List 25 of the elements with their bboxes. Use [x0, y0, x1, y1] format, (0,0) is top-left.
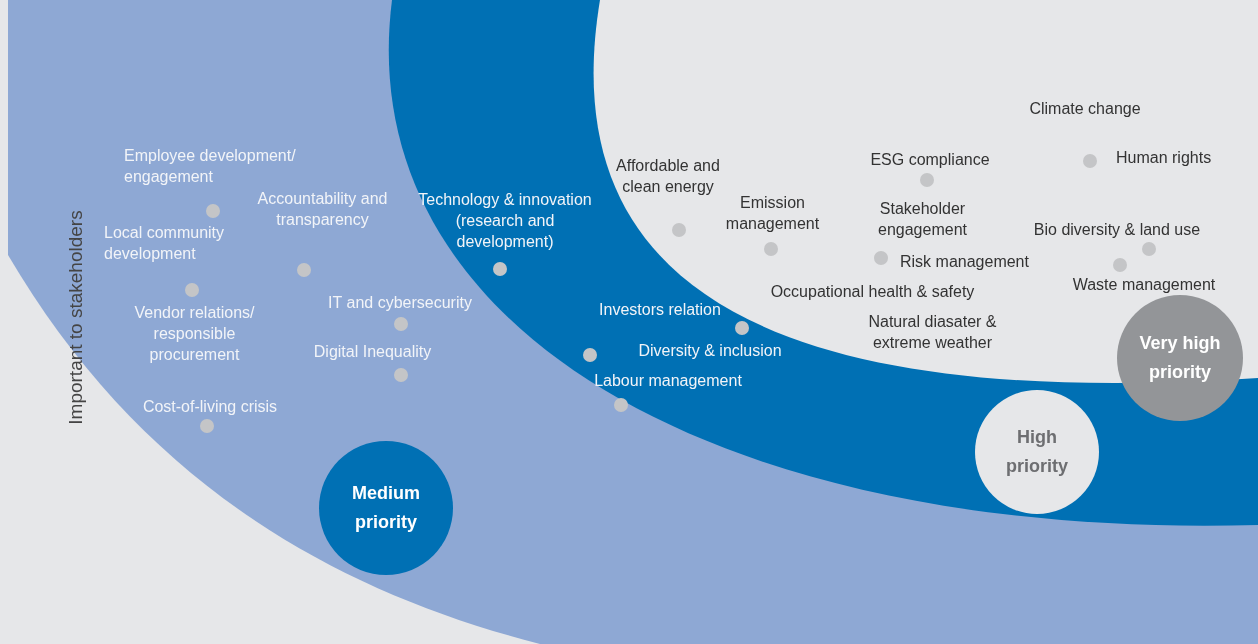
topic-label: Emission management: [724, 193, 821, 234]
topic-label: IT and cybersecurity: [327, 293, 473, 313]
topic-label: Occupational health & safety: [769, 282, 976, 302]
topic-label: Labour management: [593, 371, 743, 391]
topic-label: Affordable and clean energy: [615, 156, 721, 197]
topic-label: Climate change: [1028, 99, 1142, 119]
priority-label: Very high priority: [1138, 332, 1222, 384]
topic-label: Risk management: [900, 252, 1030, 272]
priority-label: Medium priority: [351, 482, 421, 534]
topic-label: Stakeholder engagement: [877, 199, 968, 240]
topic-label: Digital Inequality: [312, 342, 433, 362]
priority-label: High priority: [1005, 426, 1069, 478]
topic-label: Employee development/ engagement: [124, 146, 297, 187]
topic-label: Diversity & inclusion: [637, 341, 783, 361]
topic-label: Vendor relations/ responsible procurement: [133, 303, 256, 365]
topic-label: Natural diasater & extreme weather: [867, 312, 998, 353]
topic-label: ESG compliance: [869, 150, 991, 170]
topic-label: Waste management: [1071, 275, 1217, 295]
topic-label: Investors relation: [598, 300, 722, 320]
topic-label: Local community development: [104, 223, 226, 264]
topic-label: Accountability and transparency: [256, 189, 389, 230]
topic-label: Cost-of-living crisis: [141, 397, 279, 417]
topic-label: Human rights: [1116, 148, 1213, 168]
axis-label: Important to stakeholders: [64, 209, 86, 427]
topic-label: Bio diversity & land use: [1032, 220, 1202, 240]
